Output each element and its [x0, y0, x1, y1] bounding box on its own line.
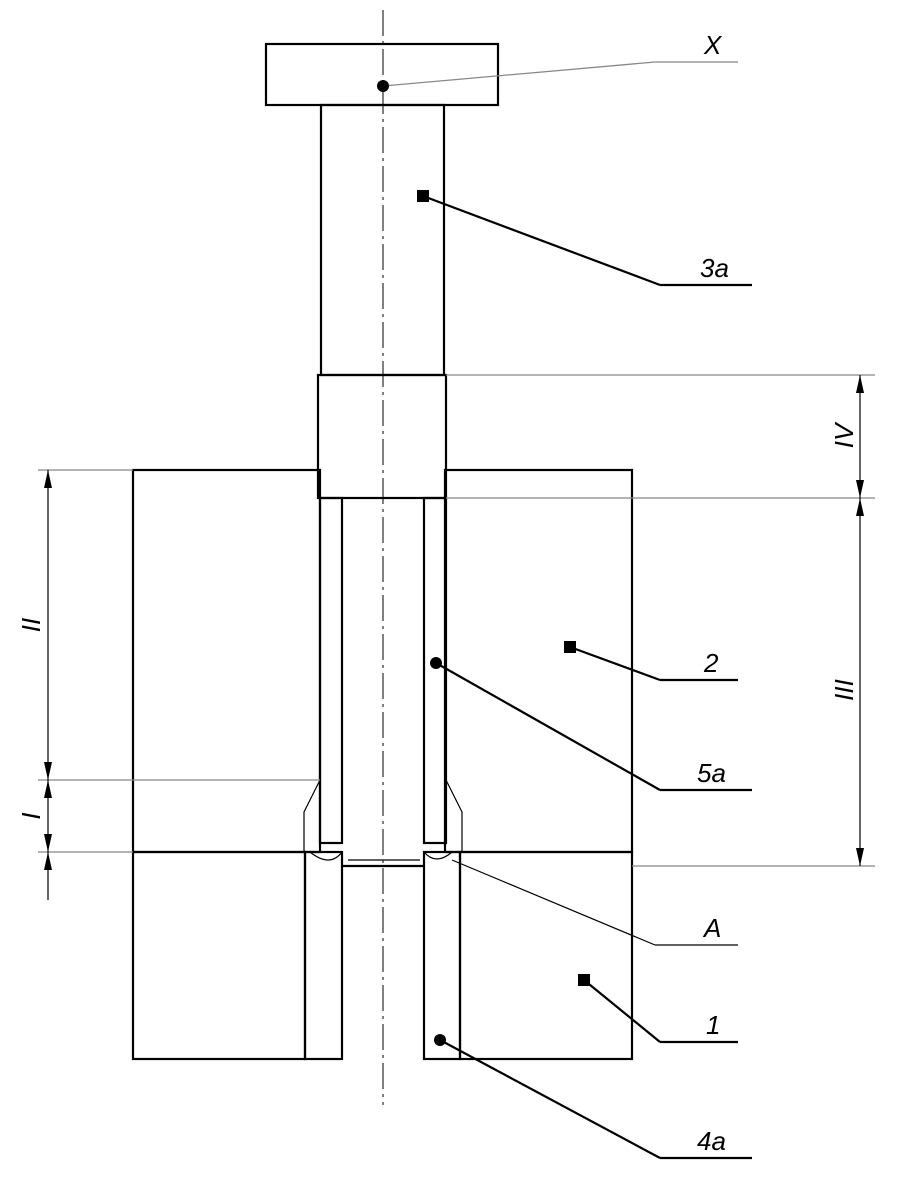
dimension-label-zone-2: II [16, 618, 46, 632]
punch [264, 42, 500, 500]
extension-lines [38, 374, 875, 867]
dimension-label-zone-4: IV [829, 421, 859, 448]
label-x: X [703, 30, 723, 60]
dimension-label-zone-3: III [829, 679, 859, 701]
dimension-label-zone-1: I [16, 812, 46, 819]
label-punch: 3a [700, 253, 729, 283]
right-dimension [856, 375, 864, 866]
label-die-upper: 2 [703, 648, 719, 678]
leader-lines [377, 61, 752, 1160]
label-sleeve-upper: 5a [697, 758, 726, 788]
label-die-lower: 1 [706, 1010, 720, 1040]
left-dimension [44, 470, 52, 900]
label-point-a: A [702, 913, 721, 943]
label-sleeve-lower: 4a [697, 1126, 726, 1156]
lower-sleeve [303, 850, 462, 1061]
